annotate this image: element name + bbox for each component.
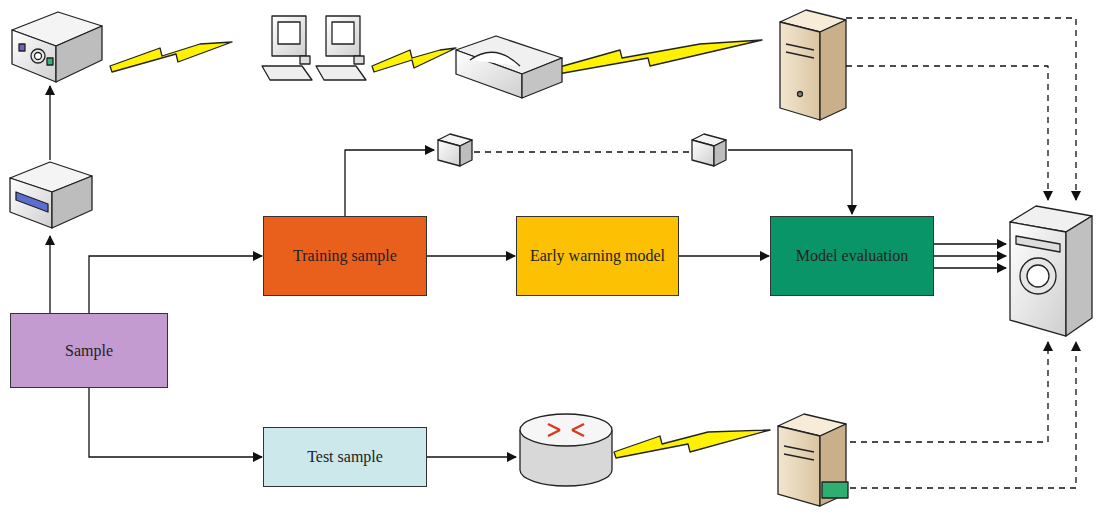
wire [345,150,434,216]
node-label: Early warning model [530,246,665,266]
node-label: Training sample [293,246,397,266]
dashed-link [850,342,1076,488]
node-label: Test sample [307,447,383,467]
flow-arrow [427,255,515,256]
dashed-link [846,66,1048,200]
wireless-link [110,42,232,72]
device-icon [12,12,102,82]
router-icon [520,414,612,486]
wire [728,150,852,214]
wireless-link [372,48,456,72]
dashed-link [846,18,1076,200]
server-icon [780,10,846,120]
flow-arrow [679,255,769,256]
node-label: Sample [65,341,113,361]
wire [49,86,50,160]
wire [427,456,516,457]
storage-device-icon [1010,206,1092,336]
computer-icon [262,16,312,80]
process-box: Test sample [263,427,427,487]
process-box: Model evaluation [770,216,934,296]
server-icon [778,414,848,506]
flow-arrow [89,388,262,457]
process-box: Early warning model [516,216,679,296]
computer-icon [316,16,366,80]
wire [934,243,1006,244]
wire [934,267,1006,268]
device-icon [10,162,92,228]
scanner-icon [456,36,562,98]
dashed-link [474,151,690,152]
cube-icon [692,134,726,166]
wire [934,255,1006,256]
process-box: Training sample [263,216,427,296]
wireless-link [556,40,762,74]
wireless-link [614,430,770,458]
flow-arrow [89,256,262,313]
dashed-link [850,342,1048,442]
cube-icon [438,134,472,166]
wire [49,236,50,313]
source-box: Sample [10,313,168,388]
node-label: Model evaluation [796,246,908,266]
